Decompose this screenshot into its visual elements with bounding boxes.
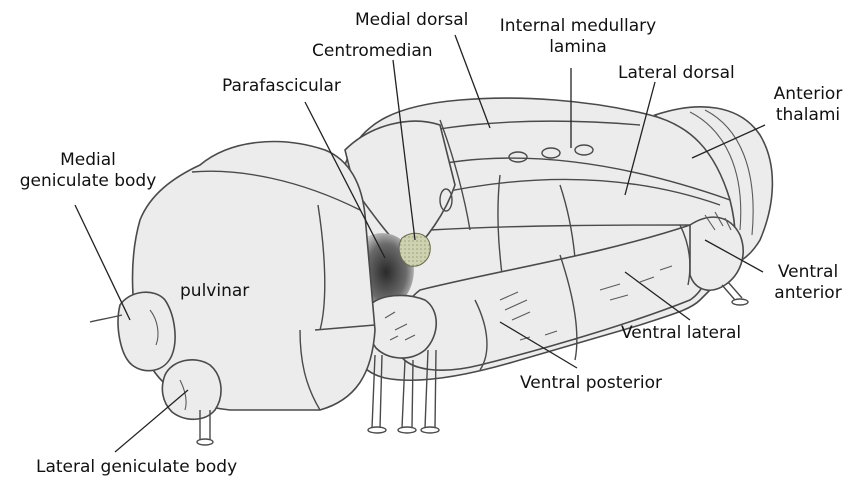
label-parafascicular: Parafascicular <box>222 76 341 97</box>
medial-geniculate-shape <box>118 292 175 371</box>
leader-lateral-geniculate <box>115 390 188 452</box>
label-pulvinar: pulvinar <box>180 281 249 302</box>
label-centromedian: Centromedian <box>312 41 433 62</box>
label-ventral-posterior: Ventral posterior <box>520 373 662 394</box>
lateral-geniculate-shape <box>162 360 221 419</box>
ventral-anterior-shape <box>690 217 743 290</box>
label-medial-geniculate-body: Medial geniculate body <box>8 150 168 192</box>
leader-medial-geniculate <box>75 205 130 320</box>
label-lateral-dorsal: Lateral dorsal <box>618 63 735 84</box>
label-ventral-anterior: Ventral anterior <box>764 262 852 304</box>
label-internal-medullary-lamina: Internal medullary lamina <box>488 16 668 58</box>
label-lateral-geniculate-body: Lateral geniculate body <box>36 457 237 478</box>
label-medial-dorsal: Medial dorsal <box>355 10 468 31</box>
label-anterior-thalami: Anterior thalami <box>760 84 856 126</box>
label-ventral-lateral: Ventral lateral <box>621 323 741 344</box>
